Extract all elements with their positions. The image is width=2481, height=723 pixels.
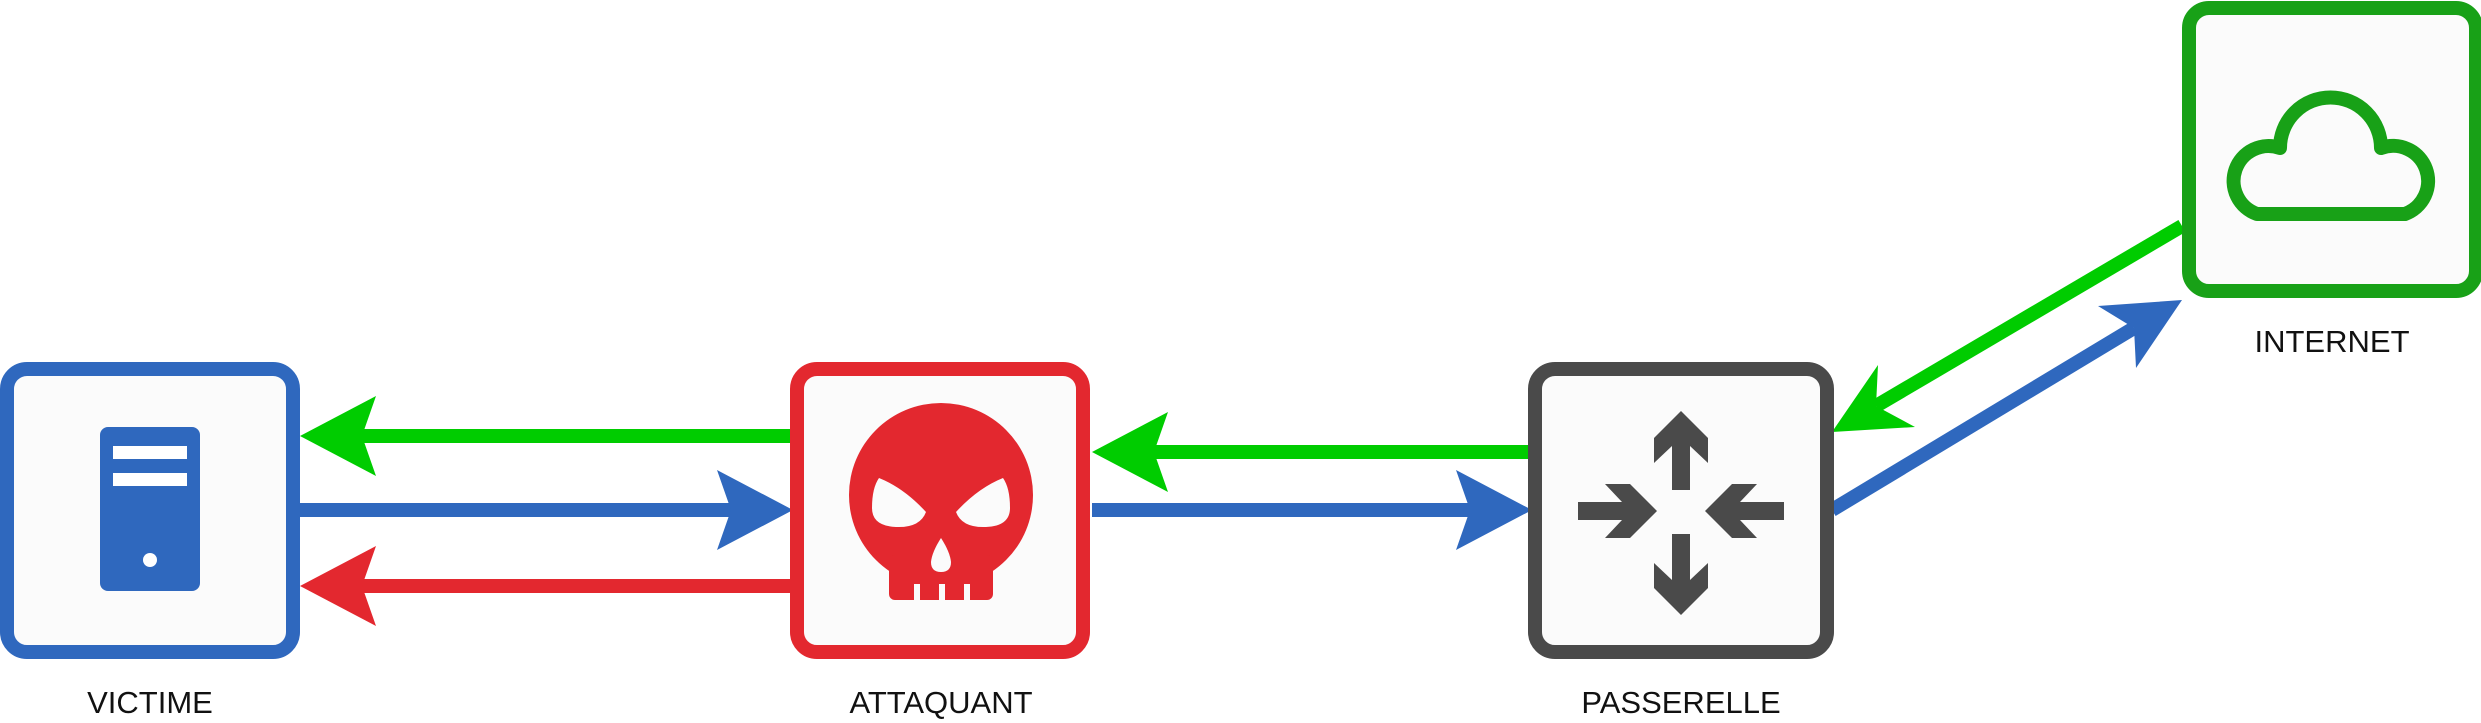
cloud-icon — [2226, 90, 2436, 221]
node-victime[interactable]: VICTIME — [0, 362, 300, 720]
edge-internet-passerelle-green — [1832, 219, 2186, 432]
skull-icon — [849, 403, 1033, 616]
attaquant-label: ATTAQUANT — [849, 685, 1032, 720]
node-attaquant[interactable]: ATTAQUANT — [790, 362, 1090, 720]
node-internet[interactable]: INTERNET — [2182, 1, 2481, 359]
passerelle-label: PASSERELLE — [1581, 685, 1780, 720]
router-icon — [1578, 411, 1784, 615]
server-icon — [100, 427, 200, 591]
victime-label: VICTIME — [87, 685, 213, 720]
edge-attaquant-victime-green — [300, 396, 793, 476]
passerelle-frame — [1528, 362, 1834, 659]
edge-victime-attaquant-blue — [300, 470, 793, 550]
edge-passerelle-internet-blue — [1828, 300, 2182, 516]
internet-label: INTERNET — [2255, 324, 2410, 359]
edge-passerelle-attaquant-green — [1092, 412, 1532, 492]
edge-attaquant-passerelle-blue — [1092, 470, 1532, 550]
internet-frame — [2182, 1, 2481, 298]
node-passerelle[interactable]: PASSERELLE — [1528, 362, 1834, 720]
edge-attaquant-victime-red — [300, 546, 793, 626]
